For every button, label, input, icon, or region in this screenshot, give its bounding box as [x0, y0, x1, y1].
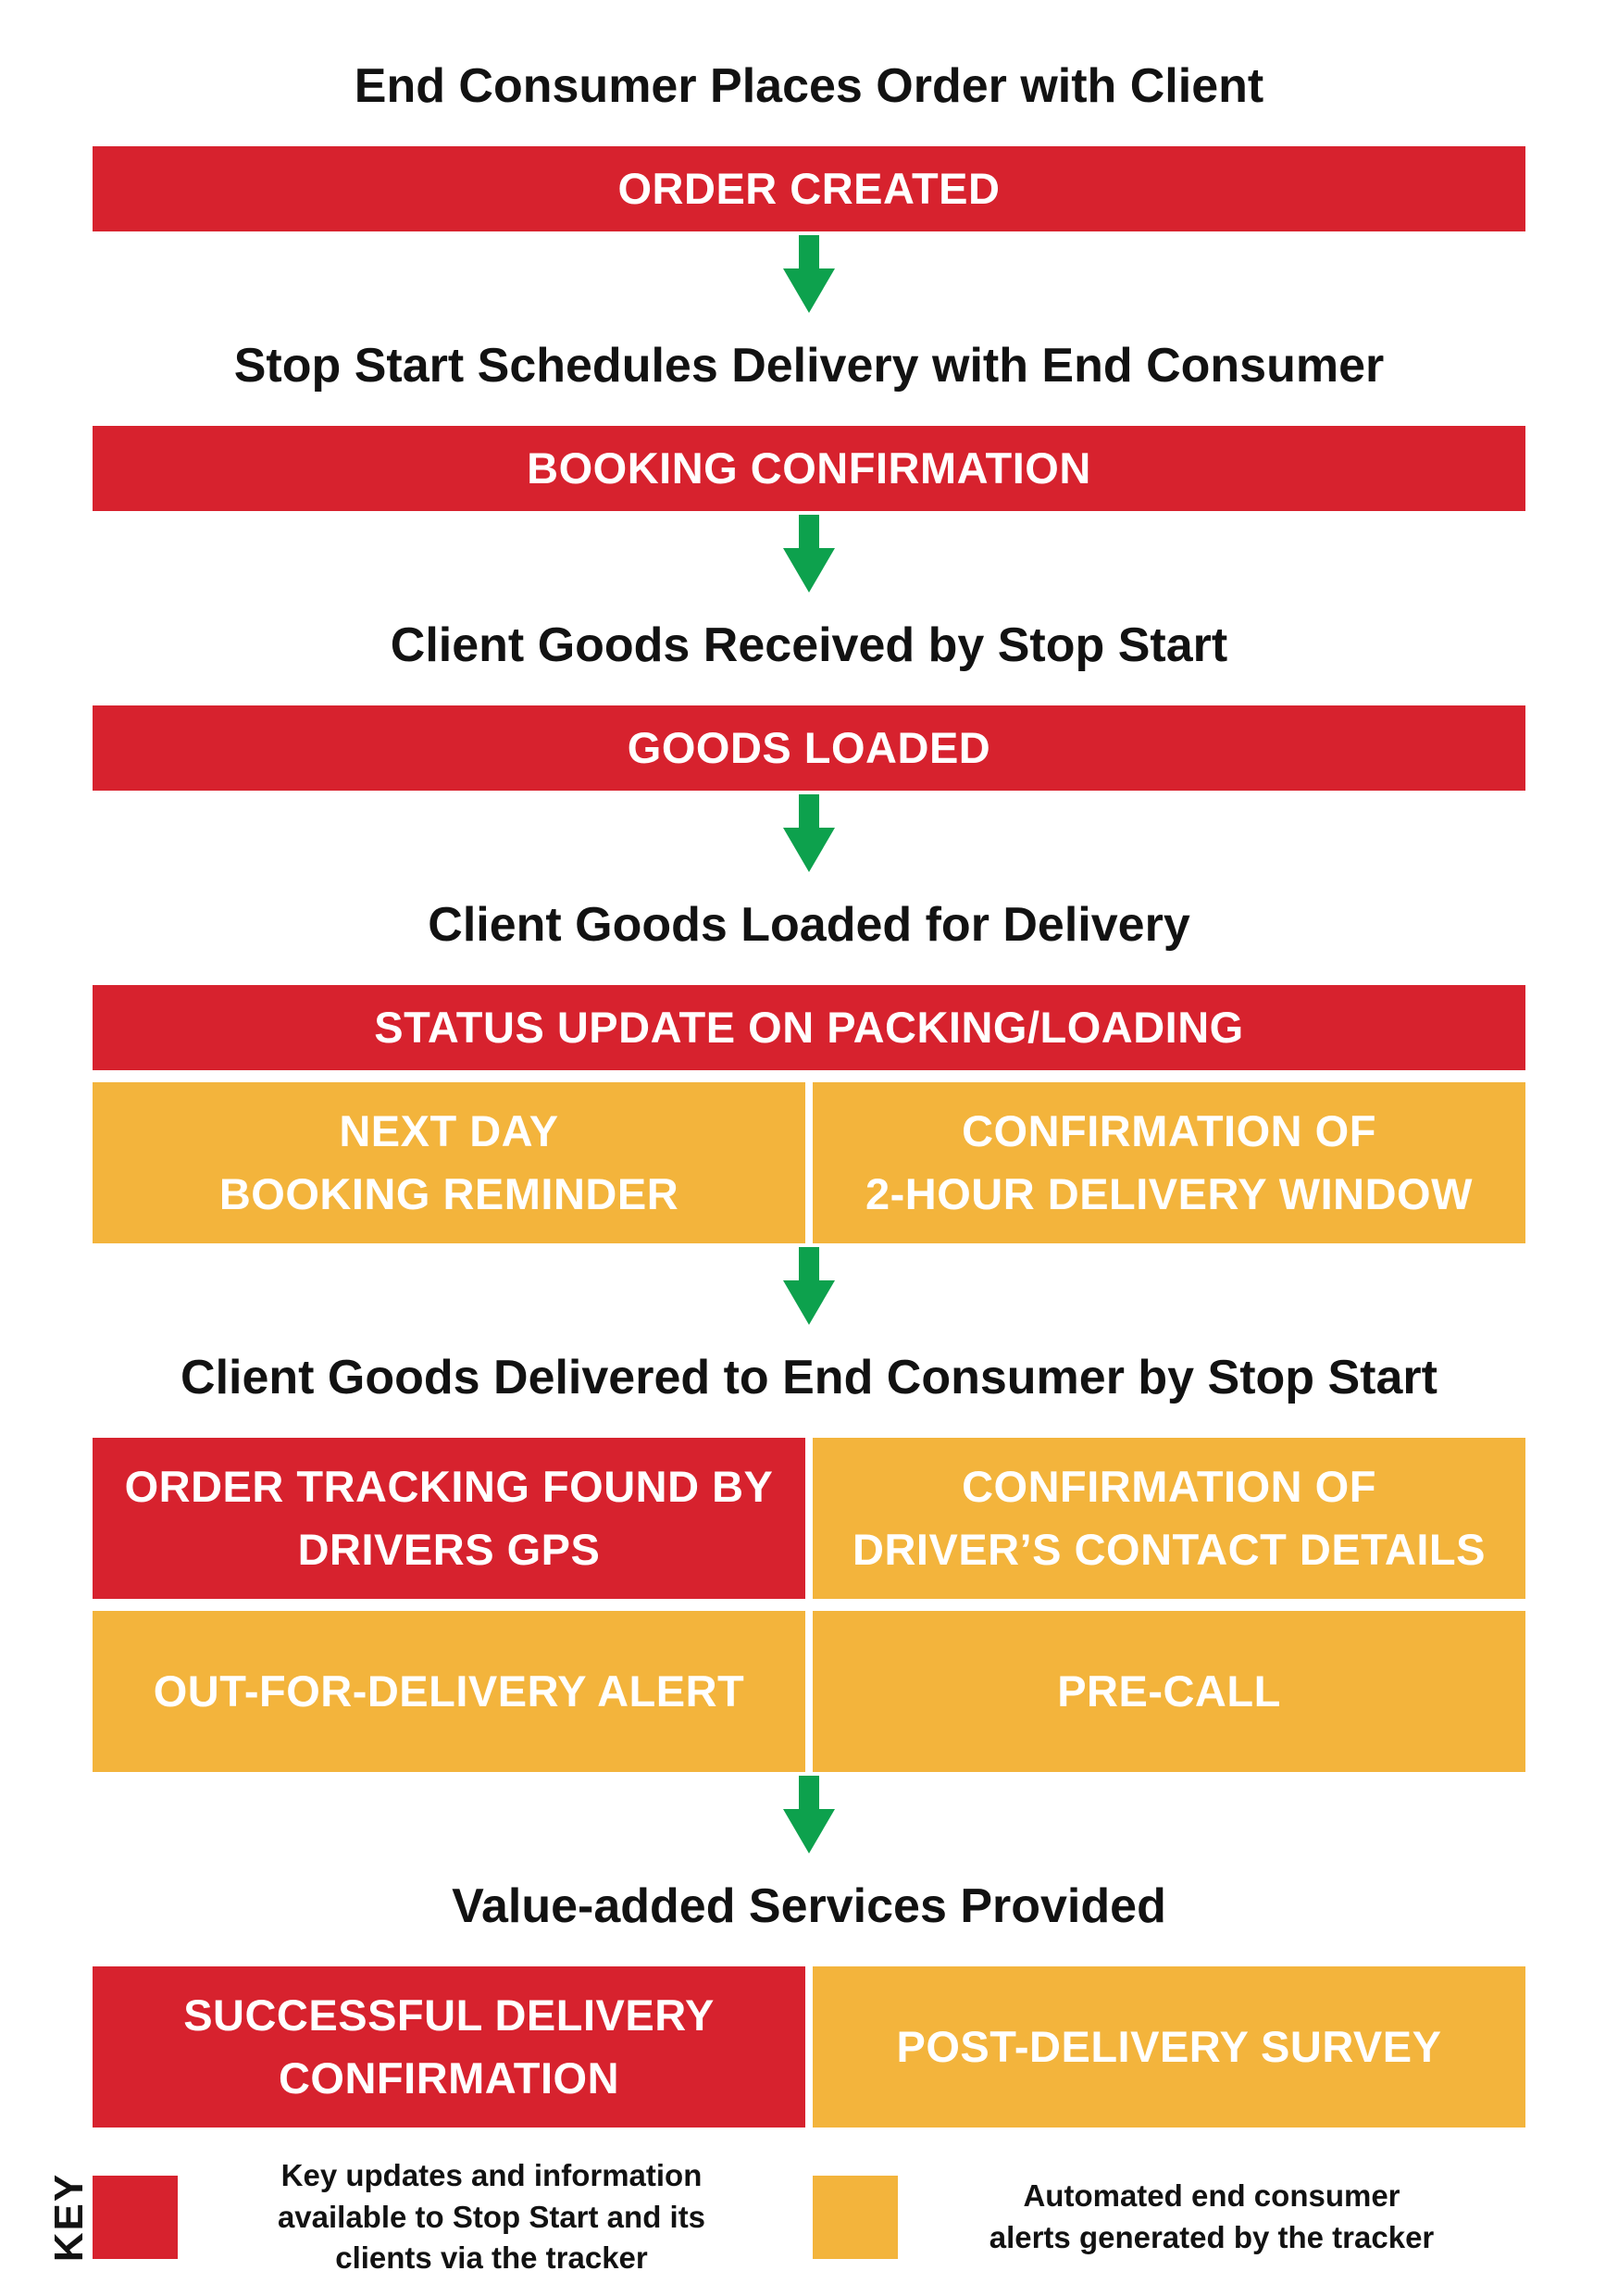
stage-3-heading: Client Goods Received by Stop Start — [390, 618, 1228, 672]
stage-6-heading: Value-added Services Provided — [452, 1879, 1166, 1933]
down-arrow-icon — [783, 235, 835, 313]
bar-goods-loaded: GOODS LOADED — [93, 705, 1525, 791]
key-red-text: Key updates and information available to… — [277, 2158, 706, 2276]
cell-order-tracking-drivers-gps: ORDER TRACKING FOUND BY DRIVERS GPS — [93, 1438, 805, 1599]
stage-1-heading: End Consumer Places Order with Client — [354, 59, 1264, 113]
cell-pre-call: PRE-CALL — [813, 1611, 1525, 1772]
stage-4-row-2: NEXT DAY BOOKING REMINDER CONFIRMATION O… — [93, 1082, 1525, 1243]
stage-2-heading: Stop Start Schedules Delivery with End C… — [233, 339, 1385, 393]
down-arrow-icon — [783, 515, 835, 593]
down-arrow-head — [783, 548, 835, 593]
down-arrow-icon — [783, 1776, 835, 1853]
key-yellow-text: Automated end consumer alerts generated … — [989, 2178, 1435, 2254]
down-arrow-icon — [783, 794, 835, 872]
stage-5-row-2: OUT-FOR-DELIVERY ALERT PRE-CALL — [93, 1611, 1525, 1772]
stage-1-row: ORDER CREATED — [93, 146, 1525, 231]
cell-next-day-booking-reminder: NEXT DAY BOOKING REMINDER — [93, 1082, 805, 1243]
down-arrow-stem — [799, 794, 819, 828]
bar-booking-confirmation: BOOKING CONFIRMATION — [93, 426, 1525, 511]
cell-post-delivery-survey: POST-DELIVERY SURVEY — [813, 1966, 1525, 2128]
cell-out-for-delivery-alert: OUT-FOR-DELIVERY ALERT — [93, 1611, 805, 1772]
down-arrow-stem — [799, 515, 819, 548]
bar-status-update-packing-loading: STATUS UPDATE ON PACKING/LOADING — [93, 985, 1525, 1070]
flowchart-content: End Consumer Places Order with Client OR… — [46, 0, 1525, 2279]
cell-confirmation-2-hour-delivery-window: CONFIRMATION OF 2-HOUR DELIVERY WINDOW — [813, 1082, 1525, 1243]
down-arrow-stem — [799, 1776, 819, 1809]
stage-5-heading: Client Goods Delivered to End Consumer b… — [180, 1351, 1438, 1404]
stage-5-row-1: ORDER TRACKING FOUND BY DRIVERS GPS CONF… — [93, 1438, 1525, 1599]
stage-6-row: SUCCESSFUL DELIVERY CONFIRMATION POST-DE… — [93, 1966, 1525, 2128]
bar-order-created: ORDER CREATED — [93, 146, 1525, 231]
stage-4-row-1: STATUS UPDATE ON PACKING/LOADING — [93, 985, 1525, 1070]
key-legend: KEY Key updates and information availabl… — [46, 2155, 1525, 2279]
down-arrow-icon — [783, 1247, 835, 1325]
down-arrow-stem — [799, 235, 819, 268]
down-arrow-stem — [799, 1247, 819, 1280]
cell-confirmation-driver-contact-details: CONFIRMATION OF DRIVER’S CONTACT DETAILS — [813, 1438, 1525, 1599]
stage-3-row: GOODS LOADED — [93, 705, 1525, 791]
key-title: KEY — [46, 2172, 92, 2263]
key-item-red: Key updates and information available to… — [93, 2155, 805, 2279]
stage-4-heading: Client Goods Loaded for Delivery — [428, 898, 1190, 952]
down-arrow-head — [783, 268, 835, 313]
key-item-yellow: Automated end consumer alerts generated … — [813, 2155, 1525, 2279]
stage-2-row: BOOKING CONFIRMATION — [93, 426, 1525, 511]
key-red-swatch — [93, 2175, 178, 2259]
down-arrow-head — [783, 1280, 835, 1325]
key-yellow-swatch — [813, 2175, 898, 2259]
down-arrow-head — [783, 1809, 835, 1853]
down-arrow-head — [783, 828, 835, 872]
cell-successful-delivery-confirmation: SUCCESSFUL DELIVERY CONFIRMATION — [93, 1966, 805, 2128]
